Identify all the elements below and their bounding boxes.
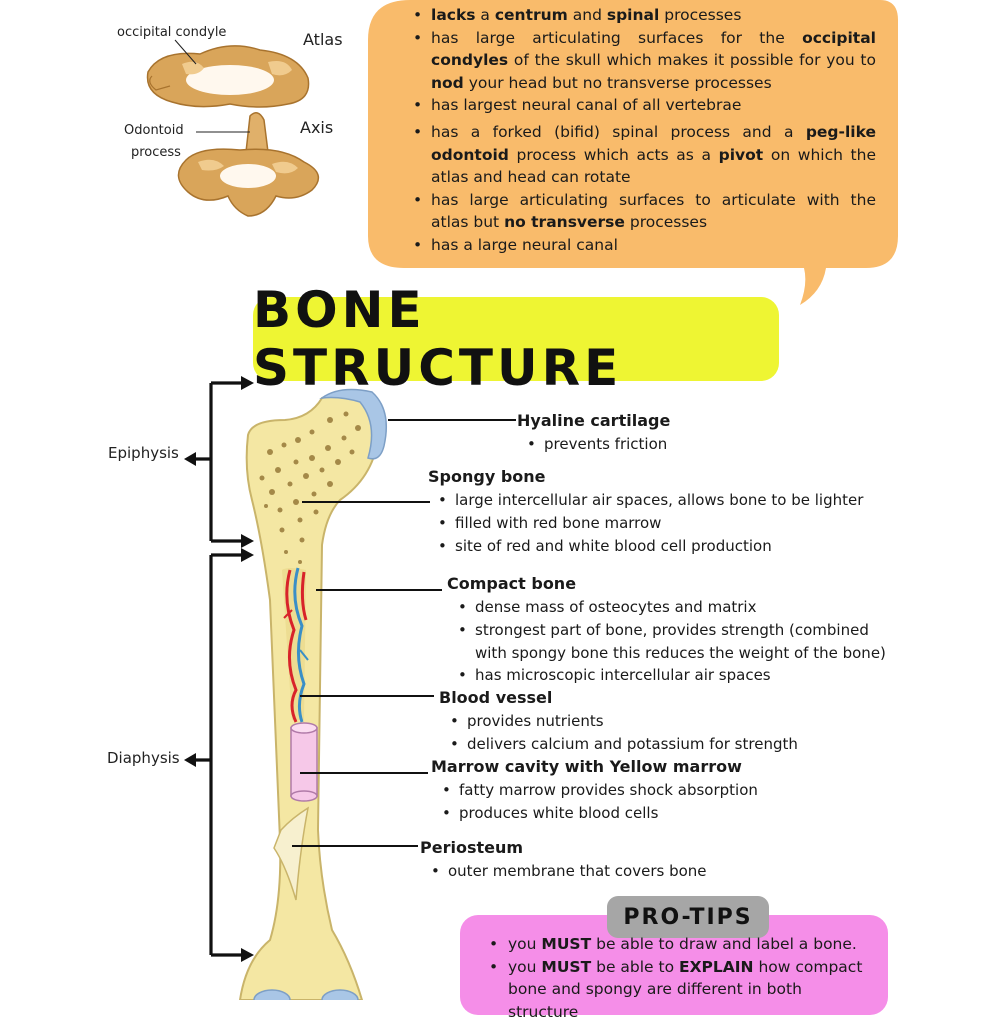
list-item: prevents friction [524,433,667,456]
protips-label: PRO-TIPS [607,896,769,938]
text-run: be able to draw and label a bone. [591,935,857,953]
text-run: EXPLAIN [679,958,754,976]
periosteum-points: outer membrane that covers bone [428,860,707,883]
list-item: has large articulating surfaces for the … [412,27,876,95]
list-item: has a forked (bifid) spinal process and … [412,121,876,189]
vertebrae-notes: lacks a centrum and spinal processeshas … [412,4,876,257]
list-item: strongest part of bone, provides strengt… [455,619,886,642]
text-run: and [568,6,607,24]
epiphysis-label: Epiphysis [108,444,179,462]
text-run: you [508,935,541,953]
diaphysis-bracket [191,555,243,955]
list-item: has large articulating surfaces to artic… [412,189,876,234]
compact-bone-title: Compact bone [447,574,576,593]
spongy-bone-points: large intercellular air spaces, allows b… [435,489,863,557]
list-item: site of red and white blood cell product… [435,535,863,558]
text-run: nod [431,74,464,92]
text-run: centrum [495,6,568,24]
marrow-cylinder [291,723,317,801]
list-item: provides nutrients [447,710,798,733]
text-run: has a large neural canal [431,236,618,254]
list-item: has microscopic intercellular air spaces [455,664,886,687]
text-run: has largest neural canal of all vertebra… [431,96,741,114]
bone-shape [240,394,378,1000]
list-item: fatty marrow provides shock absorption [439,779,758,802]
blood-vessel-points: provides nutrients delivers calcium and … [447,710,798,756]
text-run: a [476,6,495,24]
diaphysis-label: Diaphysis [107,749,180,767]
list-item: produces white blood cells [439,802,758,825]
protips-points: you MUST be able to draw and label a bon… [486,933,876,1023]
text-run: be able to [591,958,679,976]
list-item: has largest neural canal of all vertebra… [412,94,876,117]
list-item: you MUST be able to draw and label a bon… [486,933,876,956]
text-run: you [508,958,541,976]
text-run: of the skull which makes it possible for… [508,51,876,69]
text-run: processes [625,213,707,231]
list-item-continued: with spongy bone this reduces the weight… [455,642,886,665]
blood-vessel-title: Blood vessel [439,688,552,707]
list-item: outer membrane that covers bone [428,860,707,883]
title-banner: BONE STRUCTURE [253,297,779,381]
list-item: you MUST be able to EXPLAIN how compact … [486,956,876,1023]
text-run: process which acts as a [509,146,719,164]
page-title: BONE STRUCTURE [253,297,779,381]
marrow-cavity-title: Marrow cavity with Yellow marrow [431,757,742,776]
text-run: pivot [719,146,764,164]
list-item: lacks a centrum and spinal processes [412,4,876,27]
marrow-cavity-points: fatty marrow provides shock absorption p… [439,779,758,825]
epiphysis-bracket [191,383,243,541]
text-run: MUST [541,935,591,953]
periosteum-title: Periosteum [420,838,523,857]
text-run: spinal [607,6,659,24]
text-run: lacks [431,6,476,24]
spongy-bone-title: Spongy bone [428,467,546,486]
text-run: your head but no transverse processes [464,74,772,92]
text-run: processes [659,6,741,24]
list-item: filled with red bone marrow [435,512,863,535]
list-item: dense mass of osteocytes and matrix [455,596,886,619]
compact-bone-points: dense mass of osteocytes and matrix stro… [455,596,886,687]
hyaline-cartilage-points: prevents friction [524,433,667,456]
text-run: MUST [541,958,591,976]
text-run: has large articulating surfaces for the [431,29,802,47]
hyaline-cartilage-title: Hyaline cartilage [517,411,670,430]
text-run: has a forked (bifid) spinal process and … [431,123,806,141]
list-item: large intercellular air spaces, allows b… [435,489,863,512]
text-run: no transverse [504,213,625,231]
list-item: delivers calcium and potassium for stren… [447,733,798,756]
list-item: has a large neural canal [412,234,876,257]
